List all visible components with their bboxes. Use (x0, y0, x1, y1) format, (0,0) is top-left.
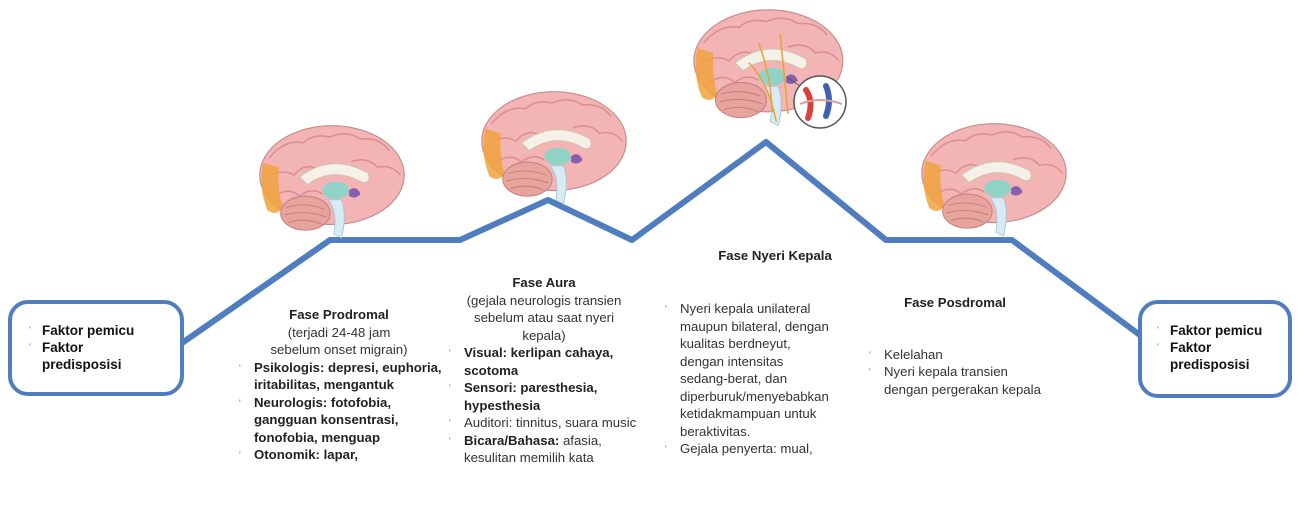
phase-item-text: Psikologis: depresi, euphoria, iritabili… (254, 360, 442, 393)
phase-items: 'Kelelahan 'Nyeri kepala transien dengan… (866, 346, 1044, 399)
phase-item: 'Nyeri kepala transien dengan pergerakan… (884, 363, 1044, 398)
bullet-mark: ' (869, 347, 871, 365)
phase-item-label: Bicara/Bahasa: (464, 433, 559, 448)
vessel-zoom-inset (788, 76, 846, 128)
bullet-mark: ' (869, 364, 871, 382)
phase-postdromal: Fase Posdromal 'Kelelahan 'Nyeri kepala … (866, 294, 1044, 398)
phase-item: 'Bicara/Bahasa: afasia, kesulitan memili… (464, 432, 642, 467)
bullet-mark: ' (239, 360, 241, 378)
factor-item: 'Faktor pemicu (1170, 322, 1280, 339)
bullet-mark: ' (1157, 339, 1159, 356)
phase-item: 'Nyeri kepala unilateral maupun bilatera… (680, 300, 834, 440)
bullet-mark: ' (239, 395, 241, 413)
bullet-mark: ' (665, 441, 667, 459)
bullet-mark: ' (449, 345, 451, 363)
phase-headache-title: Fase Nyeri Kepala (690, 247, 860, 264)
phase-item-text: Kelelahan (884, 347, 943, 362)
phase-item-text: Neurologis: fotofobia, gangguan konsentr… (254, 395, 398, 445)
phase-subtitle: (terjadi 24-48 jam sebelum onset migrain… (236, 324, 442, 359)
factor-list-right: 'Faktor pemicu 'Faktor predisposisi (1152, 322, 1280, 373)
phase-items: ' Psikologis: depresi, euphoria, iritabil… (236, 359, 442, 464)
bullet-mark: ' (29, 339, 31, 356)
brain-illustration-aura (482, 92, 626, 204)
phase-items: 'Visual: kerlipan cahaya, scotoma 'Senso… (446, 344, 642, 467)
phase-title: Fase Posdromal (866, 294, 1044, 312)
phase-item-text: Nyeri kepala unilateral maupun bilateral… (680, 301, 829, 439)
phase-item-label: Sensori: paresthesia, hypesthesia (464, 380, 597, 413)
bullet-mark: ' (665, 301, 667, 319)
factor-item: 'Faktor predisposisi (42, 339, 170, 373)
factor-item-text: Faktor pemicu (42, 323, 134, 338)
bullet-mark: ' (449, 415, 451, 433)
factor-item-text: Faktor predisposisi (1170, 339, 1260, 373)
phase-item-text: Nyeri kepala transien dengan pergerakan … (884, 364, 1041, 397)
bullet-mark: ' (29, 322, 31, 339)
factor-item-text: Faktor pemicu (1170, 323, 1262, 338)
factor-box-right: 'Faktor pemicu 'Faktor predisposisi (1138, 300, 1292, 398)
phase-prodromal: Fase Prodromal (terjadi 24-48 jam sebelu… (236, 306, 442, 464)
phase-aura: Fase Aura (gejala neurologis transien se… (446, 274, 642, 467)
phase-title: Fase Aura (446, 274, 642, 292)
phase-item-text: Gejala penyerta: mual, (680, 441, 813, 456)
bullet-mark: ' (449, 380, 451, 398)
phase-item: 'Visual: kerlipan cahaya, scotoma (464, 344, 642, 379)
brain-illustration-postdromal (922, 124, 1066, 236)
phase-item: 'Kelelahan (884, 346, 1044, 364)
phase-item: 'Gejala penyerta: mual, (680, 440, 834, 458)
phase-item-text: Otonomik: lapar, (254, 447, 358, 462)
factor-box-left: 'Faktor pemicu 'Faktor predisposisi (8, 300, 184, 396)
factor-item-text: Faktor predisposisi (42, 339, 132, 373)
phase-item: 'Psikologis: depresi, euphoria, iritabil… (254, 359, 442, 394)
phase-item: 'Auditori: tinnitus, suara music (464, 414, 642, 432)
phase-subtitle: (gejala neurologis transien sebelum atau… (446, 292, 642, 345)
factor-list-left: 'Faktor pemicu 'Faktor predisposisi (24, 322, 170, 373)
factor-item: 'Faktor predisposisi (1170, 339, 1280, 373)
bullet-mark: ' (1157, 322, 1159, 339)
phase-headache: ' Nyeri kepala unilateral maupun bilatera… (662, 300, 834, 458)
phase-item: 'Sensori: paresthesia, hypesthesia (464, 379, 642, 414)
brain-illustration-prodromal (260, 126, 404, 238)
phase-item: 'Otonomik: lapar, (254, 446, 442, 464)
phase-title: Fase Prodromal (236, 306, 442, 324)
bullet-mark: ' (239, 447, 241, 465)
phase-items: ' Nyeri kepala unilateral maupun bilatera… (662, 300, 834, 458)
phase-item: 'Neurologis: fotofobia, gangguan konsent… (254, 394, 442, 447)
phase-item-text: Auditori: tinnitus, suara music (464, 415, 636, 430)
bullet-mark: ' (449, 433, 451, 451)
factor-item: 'Faktor pemicu (42, 322, 170, 339)
phase-item-label: Visual: kerlipan cahaya, scotoma (464, 345, 613, 378)
